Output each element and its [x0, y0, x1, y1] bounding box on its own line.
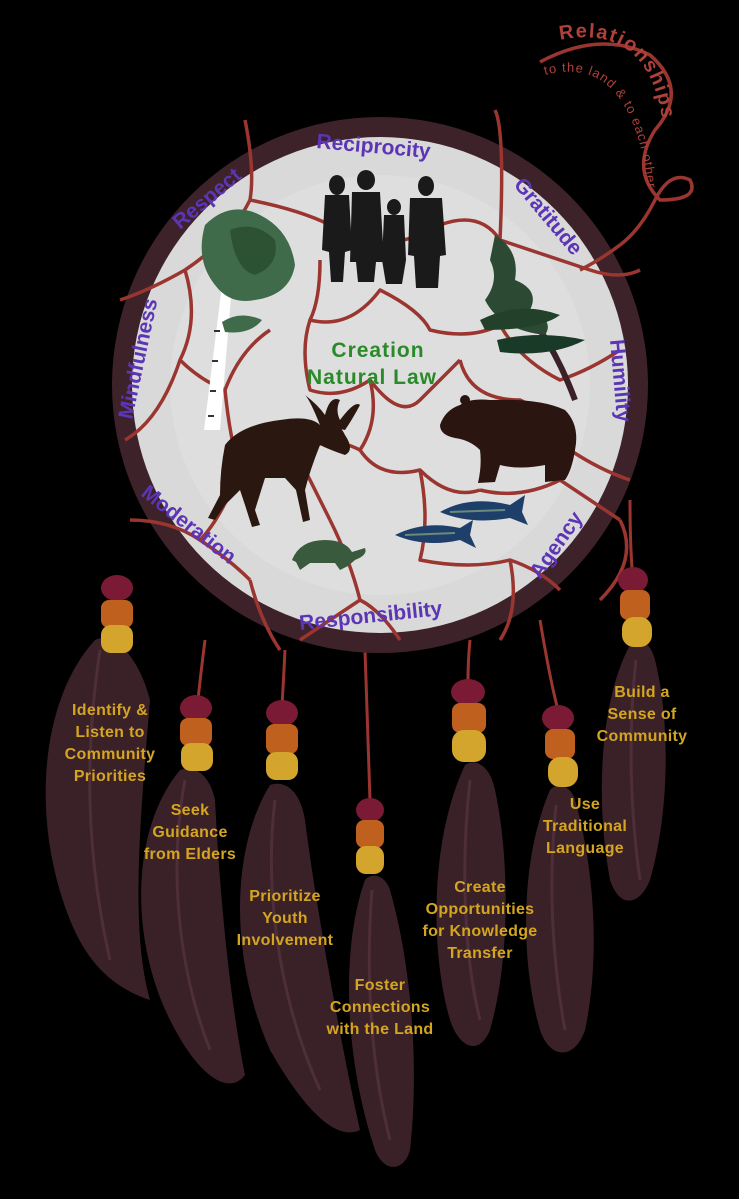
feathers: [45, 638, 666, 1167]
feather-1: [45, 638, 150, 1000]
bead-stack-5: [451, 679, 486, 762]
family-silhouette-icon: [322, 170, 446, 288]
bead-stack-7: [618, 567, 652, 647]
bead-stack-6: [542, 705, 578, 787]
bead-stack-4: [356, 798, 384, 874]
center-title: Creation: [331, 339, 424, 362]
bead-stack-2: [180, 695, 213, 771]
pine-tree-icon: [480, 235, 585, 402]
feather-5: [436, 762, 506, 1047]
hanging-strings: [116, 499, 634, 801]
action-label-seek-guidance: Seek Guidance from Elders: [143, 802, 237, 863]
feather-6: [526, 785, 594, 1053]
action-label-traditional-language: Use Traditional Language: [542, 796, 628, 857]
center-subtitle: Natural Law: [307, 366, 437, 389]
action-label-identify-listen: Identify & Listen to Community Prioritie…: [64, 702, 156, 785]
beads: [101, 567, 652, 874]
feather-7: [601, 641, 666, 901]
birch-tree-icon: [201, 209, 295, 430]
feather-4: [348, 875, 414, 1167]
feather-3: [240, 783, 360, 1133]
feather-2: [141, 768, 245, 1084]
bead-stack-1: [101, 575, 133, 653]
action-label-sense-of-community: Build a Sense of Community: [596, 684, 688, 745]
action-label-create-opportunities: Create Opportunities for Knowledge Trans…: [422, 879, 538, 962]
turtle-icon: [292, 540, 366, 570]
fish-icon: [395, 495, 528, 548]
moose-icon: [208, 395, 360, 527]
bead-stack-3: [266, 700, 298, 780]
action-label-prioritize-youth: Prioritize Youth Involvement: [236, 888, 334, 949]
action-label-foster-connections: Foster Connections with the Land: [326, 977, 434, 1038]
bear-icon: [440, 395, 577, 483]
relationships-subtitle: to the land & to each other: [542, 60, 659, 190]
